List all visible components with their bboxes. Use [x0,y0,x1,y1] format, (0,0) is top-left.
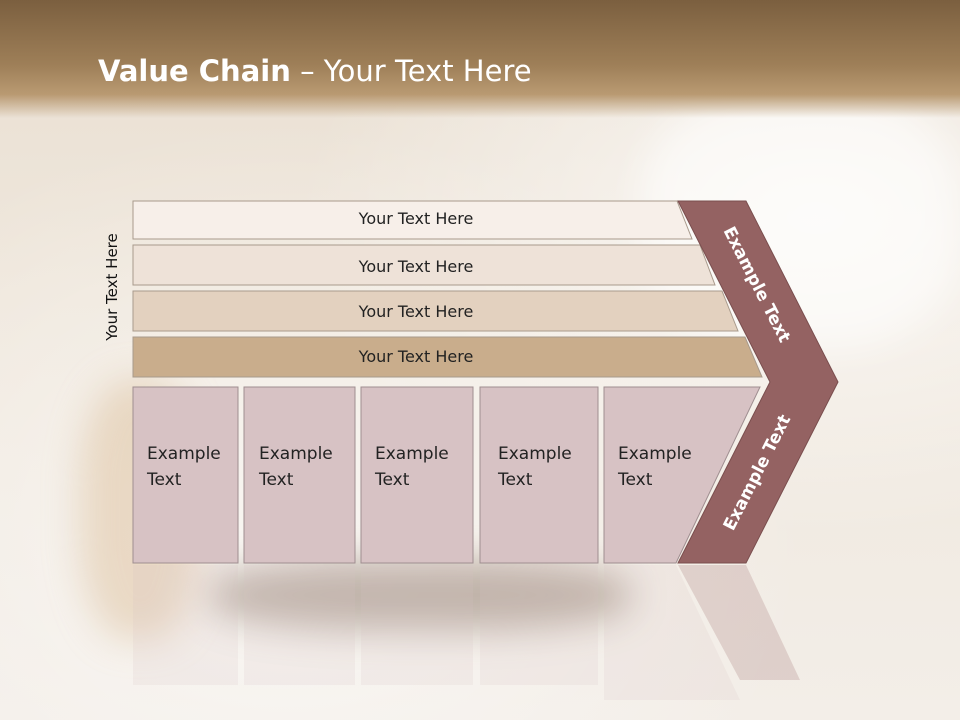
chevron-arrow [677,200,839,564]
box-5-line2: Text [617,470,653,490]
reflection [133,565,800,700]
box-2-line2: Text [258,470,294,490]
row-label-2: Your Text Here [358,257,474,276]
box-4-line1: Example [498,444,572,464]
title-rest: – Your Text Here [290,54,532,88]
row-bar-3 [132,290,739,332]
box-2 [243,386,356,564]
page-title: Value Chain – Your Text Here [98,54,532,88]
title-banner [0,0,960,118]
row-bar-2 [132,244,716,286]
box-5 [603,386,761,564]
row-label-4: Your Text Here [358,347,474,366]
box-4-line2: Text [497,470,533,490]
box-3-line1: Example [375,444,449,464]
box-2-line1: Example [259,444,333,464]
box-3-line2: Text [374,470,410,490]
box-3 [360,386,474,564]
cake-blur-dark [210,560,630,630]
box-1-line1: Example [147,444,221,464]
row-bar-4 [132,336,763,378]
row-label-1: Your Text Here [358,209,474,228]
row-label-3: Your Text Here [358,302,474,321]
box-5-line1: Example [618,444,692,464]
title-bold: Value Chain [98,54,291,88]
box-1-line2: Text [146,470,182,490]
box-4 [479,386,599,564]
row-bar-1 [132,200,693,240]
box-1 [132,386,239,564]
